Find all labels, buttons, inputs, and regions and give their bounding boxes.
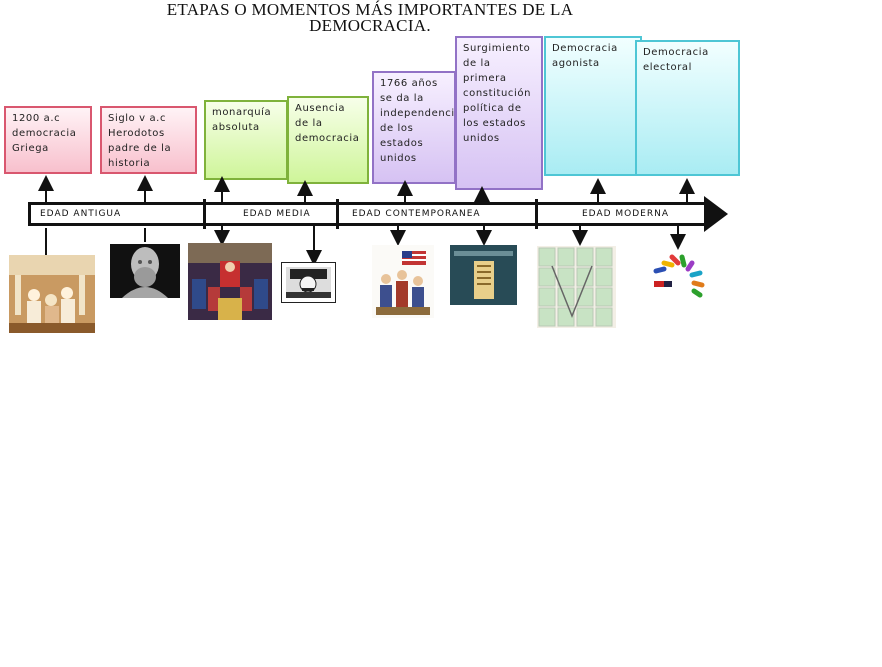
event-box-absolute-monarchy: monarquía absoluta bbox=[204, 100, 288, 180]
timeline-bar bbox=[28, 202, 708, 226]
era-label-antigua: EDAD ANTIGUA bbox=[40, 209, 122, 219]
timeline-divider bbox=[535, 199, 538, 229]
era-label-media: EDAD MEDIA bbox=[243, 209, 311, 219]
timeline-divider bbox=[203, 199, 206, 229]
ballot-figures-image bbox=[537, 246, 616, 328]
royal-court-image bbox=[188, 243, 272, 320]
independence-soldiers-image bbox=[372, 245, 434, 318]
timeline-arrowhead bbox=[704, 196, 728, 232]
timeline-divider bbox=[336, 199, 339, 229]
diagram-title: ETAPAS O MOMENTOS MÁS IMPORTANTES DE LA … bbox=[166, 0, 574, 35]
event-box-electoral-democracy: Democracia electoral bbox=[635, 40, 740, 176]
constitution-slide-image bbox=[450, 245, 517, 305]
event-box-herodotus: Siglo v a.c Herodotos padre de la histor… bbox=[100, 106, 197, 174]
era-label-contemporanea: EDAD CONTEMPORANEA bbox=[352, 209, 481, 219]
event-box-absence-democracy: Ausencia de la democracia bbox=[287, 96, 369, 184]
era-label-moderna: EDAD MODERNA bbox=[582, 209, 670, 219]
herodotus-bust-image bbox=[110, 244, 180, 298]
parliament-seats-image bbox=[650, 251, 708, 303]
event-box-agonist-democracy: Democracia agonista bbox=[544, 36, 642, 176]
event-box-first-constitution: Surgimiento de la primera constitución p… bbox=[455, 36, 543, 190]
dictator-caricature-image bbox=[281, 262, 336, 303]
event-box-greek-democracy: 1200 a.c democracia Griega bbox=[4, 106, 92, 174]
greek-assembly-image bbox=[9, 255, 95, 333]
